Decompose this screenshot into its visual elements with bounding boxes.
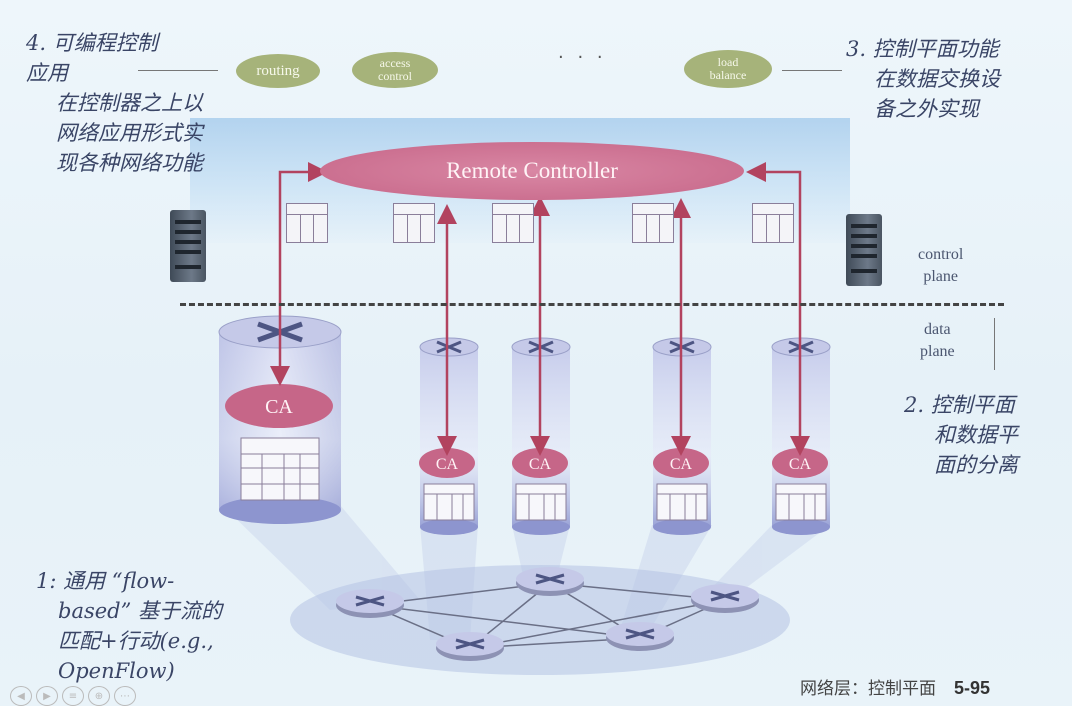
annotation-line: 备之外实现 [874,97,979,121]
flow-table-icon [492,203,534,243]
app-access-control: access control [352,52,438,88]
server-icon [170,210,206,282]
flow-table-icon [656,483,708,521]
prev-slide-icon[interactable]: ◀ [10,686,32,706]
annotation-line: 和数据平 [934,423,1018,447]
flow-table-icon [632,203,674,243]
remote-controller-label: Remote Controller [446,158,618,183]
app-load-balance: load balance [684,50,772,88]
flow-table-icon [515,483,567,521]
annotation-line: 4. 可编程控制 [26,31,158,55]
annotation-programmable-apps: 4. 可编程控制 应用 在控制器之上以 网络应用形式实 现各种网络功能 [26,28,203,178]
annotation-line: 2. 控制平面 [904,393,1015,417]
slide-nav[interactable]: ◀ ▶ ≡ ⊕ ⋯ [10,686,136,706]
flow-table-icon [423,483,475,521]
annotation-line: based” 基于流的 [58,599,223,623]
annotation-line: 3. 控制平面功能 [846,37,999,61]
router-icon [691,584,759,613]
ca-label: CA [789,456,812,473]
annotation-line: 应用 [26,61,68,85]
flow-table-icon [286,203,328,243]
next-slide-icon[interactable]: ▶ [36,686,58,706]
ca-label: CA [265,396,293,418]
control-plane-label: control plane [918,244,963,288]
app-access-control-label: access [379,56,411,70]
flow-table-icon [752,203,794,243]
data-plane-label: data plane [920,319,955,363]
annotation-line: OpenFlow) [58,659,175,683]
flow-table-icon [393,203,435,243]
app-load-balance-label: balance [709,68,747,82]
annotation-line: 网络应用形式实 [56,121,203,145]
app-routing: routing [236,54,320,88]
annotation-line: 在数据交换设 [874,67,1000,91]
menu-icon[interactable]: ≡ [62,686,84,706]
annotation-line: 现各种网络功能 [56,151,203,175]
more-icon[interactable]: ⋯ [114,686,136,706]
remote-controller: Remote Controller [320,142,744,200]
router-icon [336,589,404,618]
control-plane-label-line: control [918,246,964,263]
app-ellipsis: . . . [558,42,607,63]
plane-divider [180,303,1004,306]
zoom-icon[interactable]: ⊕ [88,686,110,706]
annotation-line: 在控制器之上以 [56,91,203,115]
flow-table-icon [240,437,320,501]
control-plane-label-line: plane [923,268,958,285]
annotation-control-outside-switch: 3. 控制平面功能 在数据交换设 备之外实现 [846,34,1000,124]
annotation-line: 面的分离 [934,453,1018,477]
ca-label: CA [529,456,552,473]
router-icon [436,632,504,661]
page-number: 5-95 [954,678,991,698]
flow-table-icon [775,483,827,521]
small-switches: CA CA CA [419,337,831,535]
ca-label: CA [670,456,693,473]
annotation-pointer [782,70,842,71]
network-routers [336,567,759,661]
control-arrows [270,162,810,456]
slide-footer: 网络层：控制平面 5-95 [800,674,990,699]
annotation-line: 匹配+行动(e.g., [58,629,214,653]
app-access-control-label: control [378,69,412,83]
app-load-balance-label: load [717,55,739,69]
data-plane-label-line: data [924,321,951,338]
annotation-flow-based: 1: 通用 “flow- based” 基于流的 匹配+行动(e.g., Ope… [36,566,222,686]
annotation-line: 1: 通用 “flow- [36,569,175,593]
router-icon [516,567,584,596]
annotation-separation: 2. 控制平面 和数据平 面的分离 [904,390,1018,480]
router-icon [606,622,674,651]
server-icon [846,214,882,286]
ca-label: CA [436,456,459,473]
annotation-pointer [138,70,218,71]
app-routing-label: routing [256,62,300,79]
network-cloud [290,565,790,675]
chapter-title: 网络层：控制平面 [800,679,936,699]
annotation-pointer [994,318,995,370]
data-plane-label-line: plane [920,343,955,360]
switch: CA [419,337,479,535]
